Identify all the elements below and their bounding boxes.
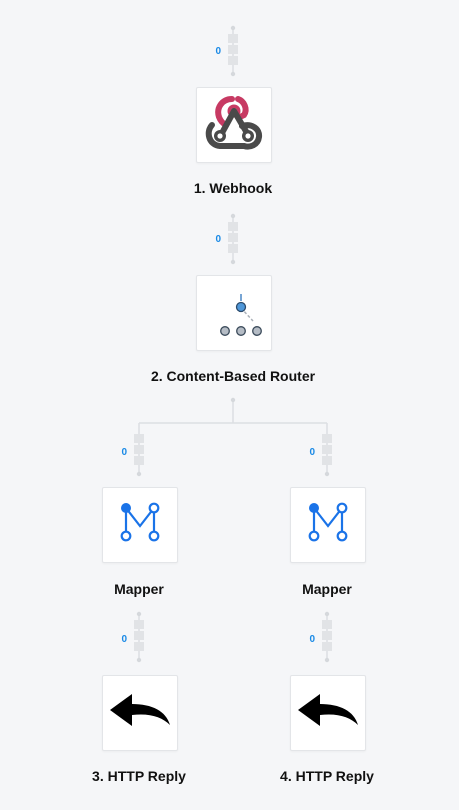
webhook-label: 1. Webhook <box>193 180 273 196</box>
http-reply-node-left[interactable] <box>102 675 178 751</box>
router-icon <box>204 281 264 346</box>
queue-mapper-left <box>134 423 144 477</box>
mapper-left-label: Mapper <box>114 581 164 597</box>
mapper-icon <box>116 499 164 552</box>
mapper-node-right[interactable] <box>290 487 366 563</box>
queue-count-webhook: 0 <box>215 46 221 57</box>
http-reply-right-label: 4. HTTP Reply <box>280 768 374 784</box>
queue-reply-left <box>134 611 144 663</box>
webhook-icon <box>204 93 264 158</box>
queue-router <box>228 213 238 265</box>
queue-mapper-right <box>322 423 332 477</box>
http-reply-node-right[interactable] <box>290 675 366 751</box>
mapper-icon <box>304 499 352 552</box>
router-branch-lines <box>139 397 327 424</box>
reply-arrow-icon <box>296 691 360 736</box>
queue-count-mapper-right: 0 <box>309 447 315 458</box>
http-reply-left-label: 3. HTTP Reply <box>92 768 186 784</box>
queue-count-router: 0 <box>215 234 221 245</box>
queue-count-mapper-left: 0 <box>121 447 127 458</box>
webhook-node[interactable] <box>196 87 272 163</box>
mapper-node-left[interactable] <box>102 487 178 563</box>
router-label: 2. Content-Based Router <box>150 368 316 384</box>
mapper-right-label: Mapper <box>302 581 352 597</box>
queue-count-reply-right: 0 <box>309 634 315 645</box>
queue-count-reply-left: 0 <box>121 634 127 645</box>
router-node[interactable] <box>196 275 272 351</box>
queue-reply-right <box>322 611 332 663</box>
reply-arrow-icon <box>108 691 172 736</box>
queue-webhook <box>228 25 238 77</box>
